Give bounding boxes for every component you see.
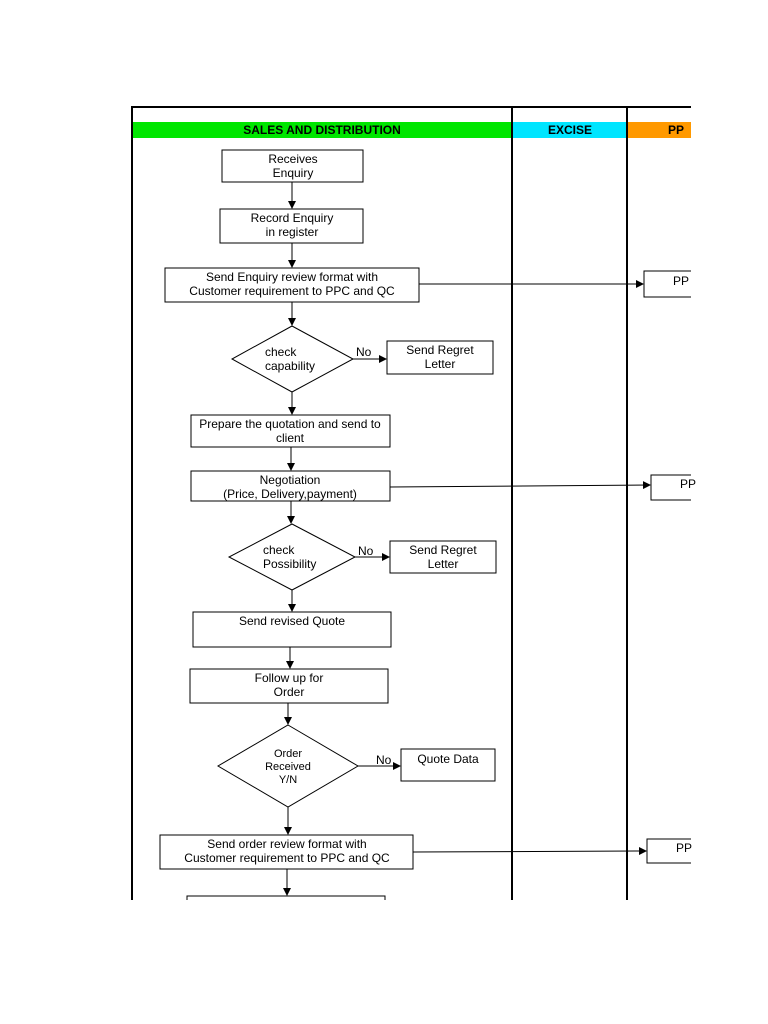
- svg-text:PP: PP: [680, 477, 696, 491]
- svg-text:PP: PP: [676, 841, 692, 855]
- lane-header-excise: [513, 122, 627, 138]
- svg-text:Send Enquiry review format wit: Send Enquiry review format withCustomer …: [189, 270, 395, 298]
- node-negotiation: Negotiation(Price, Delivery,payment): [190, 470, 391, 502]
- lane-title-ppc: PP: [668, 123, 684, 137]
- node-send-revised-quote: Send revised Quote: [192, 611, 392, 648]
- label-no-capability: No: [356, 345, 372, 359]
- node-ppc-box-1: PP: [643, 270, 691, 298]
- svg-text:Negotiation(Price, Delivery,pa: Negotiation(Price, Delivery,payment): [223, 473, 357, 501]
- node-partial-bottom: [186, 895, 386, 900]
- node-quote-data: Quote Data: [400, 748, 496, 782]
- svg-text:Quote Data: Quote Data: [417, 752, 479, 766]
- arrow-order-review-to-ppc: [412, 847, 647, 856]
- svg-text:PP: PP: [673, 274, 689, 288]
- label-no-order: No: [376, 753, 392, 767]
- lane-header-ppc: [628, 122, 691, 138]
- lane-title-excise: EXCISE: [548, 123, 592, 137]
- lane-title-sales: SALES AND DISTRIBUTION: [243, 123, 401, 137]
- node-ppc-box-2: PP: [650, 474, 696, 501]
- node-ppc-box-3: PP: [646, 838, 692, 864]
- lane-header-sales: [133, 122, 512, 138]
- svg-text:Send revised Quote: Send revised Quote: [239, 614, 345, 628]
- label-no-possibility: No: [358, 544, 374, 558]
- arrow-negotiation-to-ppc: [389, 481, 651, 490]
